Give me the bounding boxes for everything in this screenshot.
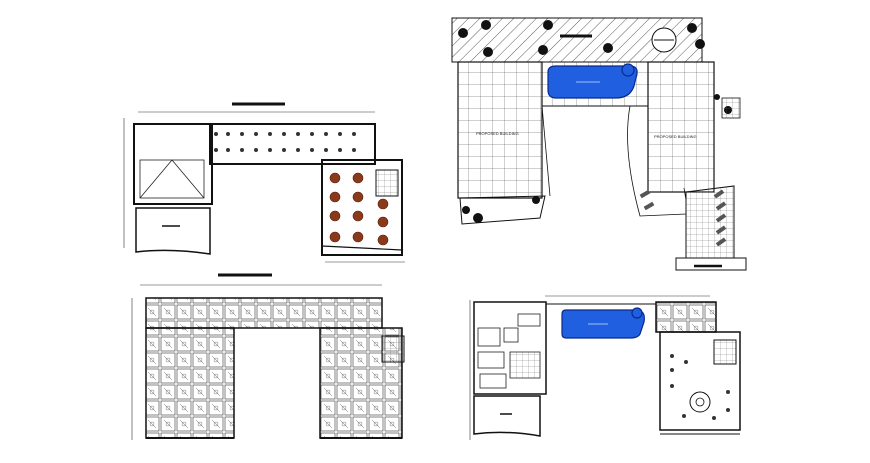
terrace-tables [329,172,389,246]
building-label-left: PROPOSED BUILDING [476,131,519,136]
site-boundary [459,195,546,225]
stair-core [375,169,399,197]
dining-hall [209,123,376,165]
loungers [639,189,727,247]
room-block-left [133,123,213,205]
building-label-right: PROPOSED BUILDING [654,134,697,139]
proposed-building-right [647,61,715,193]
site-plan: PROPOSED BUILDING PROPOSED BUILDING [451,17,747,271]
dining-tables [214,132,356,152]
restaurant-floor-plan [123,102,405,263]
pool-level-plan [469,295,741,440]
proposed-building-left [457,61,543,199]
entrance-annex [135,207,211,255]
dining-terrace [321,159,403,256]
typical-floor-plan [131,273,405,440]
